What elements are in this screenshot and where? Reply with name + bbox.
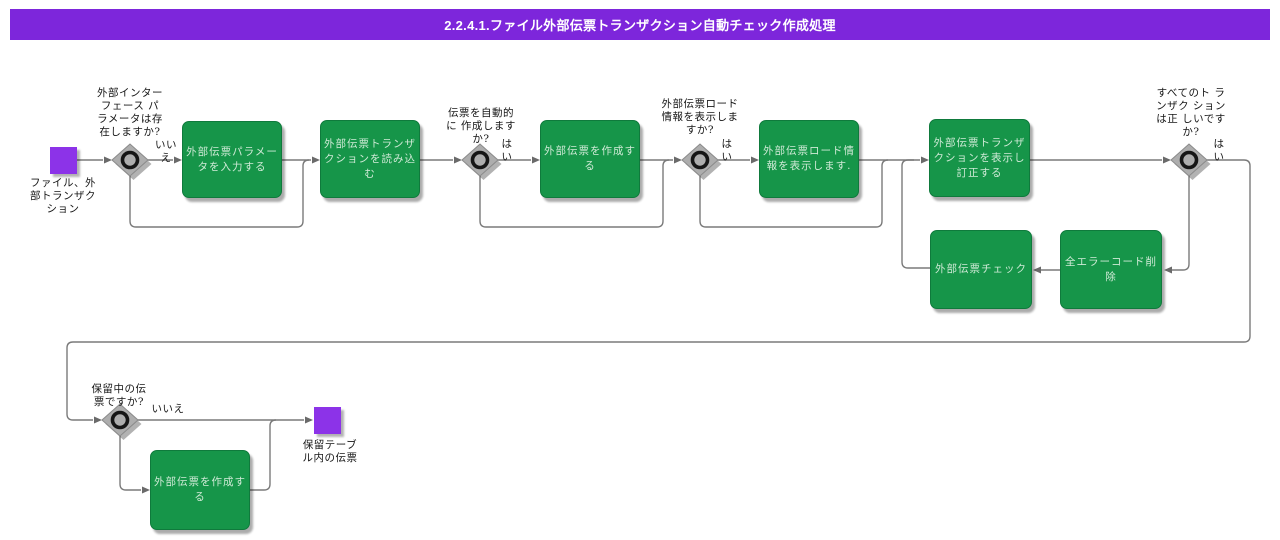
arrowhead bbox=[142, 486, 150, 494]
task-read-voucher-transaction: 外部伝票トランザクションを読み込む bbox=[320, 120, 420, 198]
gateway3-question: 外部伝票ロード情報を表示しますか? bbox=[661, 98, 739, 136]
arrowhead bbox=[1033, 266, 1041, 274]
arrowhead bbox=[174, 156, 182, 164]
gateway-show-load-info bbox=[681, 143, 722, 180]
gateway-circle-icon bbox=[110, 410, 130, 430]
gateway4-branch-label: はい bbox=[1213, 138, 1225, 163]
arrowhead bbox=[305, 416, 313, 424]
task-enter-voucher-params: 外部伝票パラメータを入力する bbox=[182, 121, 282, 198]
task-voucher-check: 外部伝票チェック bbox=[930, 230, 1032, 309]
title-bar: 2.2.4.1.ファイル外部伝票トランザクション自動チェック作成処理 bbox=[10, 9, 1270, 40]
end-node bbox=[314, 407, 341, 434]
gateway1-question: 外部インターフェース パラメータは存在しますか? bbox=[97, 87, 163, 138]
connector-gateway5-down-to-task8 bbox=[119, 436, 141, 491]
task-create-voucher-2: 外部伝票を作成する bbox=[150, 450, 250, 530]
arrowhead bbox=[921, 156, 929, 164]
connectors bbox=[66, 159, 1251, 491]
gateway-circle-icon bbox=[470, 150, 490, 170]
gateway-pending-voucher bbox=[101, 403, 142, 440]
gateway-circle-icon bbox=[1179, 150, 1199, 170]
arrowhead bbox=[674, 156, 682, 164]
gateway5-question: 保留中の伝票ですか? bbox=[91, 383, 147, 408]
arrowhead bbox=[94, 416, 102, 424]
arrowheads bbox=[94, 156, 1172, 494]
gateways bbox=[101, 143, 1211, 440]
page-title: 2.2.4.1.ファイル外部伝票トランザクション自動チェック作成処理 bbox=[444, 18, 836, 33]
gateway1-branch-label: いいえ bbox=[155, 139, 177, 164]
task-show-load-info: 外部伝票ロード情報を表示します. bbox=[759, 120, 859, 198]
gateway-all-transactions-correct bbox=[1170, 143, 1211, 180]
arrowhead bbox=[751, 156, 759, 164]
task-display-correct-transaction: 外部伝票トランザクションを表示し訂正する bbox=[929, 119, 1030, 197]
arrowhead bbox=[454, 156, 462, 164]
gateway3-branch-label: はい bbox=[721, 138, 733, 163]
arrowhead bbox=[104, 156, 112, 164]
arrowhead bbox=[1164, 266, 1172, 274]
gateway2-branch-label: はい bbox=[501, 138, 513, 163]
gateway2-question: 伝票を自動的に 作成しますか? bbox=[446, 107, 516, 145]
connector-gateway2-bypass bbox=[479, 159, 670, 228]
gateway4-question: すべてのト ランザク ションは正 しいですか? bbox=[1156, 87, 1226, 138]
task-delete-all-error-codes: 全エラーコード削除 bbox=[1060, 230, 1162, 309]
gateway-auto-create-voucher bbox=[461, 143, 502, 180]
task-create-voucher: 外部伝票を作成する bbox=[540, 120, 640, 198]
end-node-label: 保留テーブル内の伝票 bbox=[302, 439, 358, 464]
gateway-circle-icon bbox=[690, 150, 710, 170]
connector-gateway4-no-to-delete bbox=[1172, 176, 1190, 271]
start-node bbox=[50, 147, 77, 174]
start-node-label: ファイル、外部トランザクション bbox=[30, 177, 96, 215]
connector-gateway1-bypass bbox=[129, 159, 310, 228]
connector-gateway3-bypass bbox=[699, 159, 889, 228]
gateway-interface-params-exist bbox=[111, 143, 152, 180]
connector-check-loop-to-task5 bbox=[901, 159, 930, 269]
arrowhead bbox=[1163, 156, 1171, 164]
arrowhead bbox=[312, 156, 320, 164]
connector-task8-merge bbox=[250, 419, 277, 491]
connector-gateway4-yes-to-gateway5 bbox=[66, 159, 1251, 421]
gateway5-branch-label: いいえ bbox=[151, 403, 185, 415]
gateway-circle-icon bbox=[120, 150, 140, 170]
arrowhead bbox=[532, 156, 540, 164]
